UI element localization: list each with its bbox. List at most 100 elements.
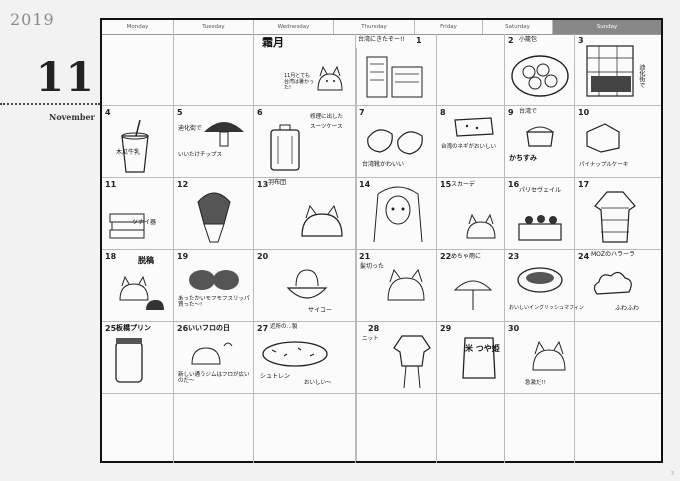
day-cell-5: 5 迪化街で いいたけチップス — [174, 106, 254, 178]
day-number: 30 — [508, 324, 520, 333]
weekday-tuesday: Tuesday — [174, 20, 254, 34]
day-number: 16 — [508, 180, 520, 189]
day-cell-13: 13 羽布団 — [254, 178, 356, 250]
day-note: パリセヴェイル — [519, 187, 562, 194]
day-note: MOZのハラーラ — [591, 251, 636, 258]
note-gym: 新しい通うジムはフロが広いのだ〜 — [178, 372, 250, 385]
day-note: 迪化街で — [178, 125, 203, 132]
day-cell-8: 8 台湾のネギがおいしい — [437, 106, 505, 178]
cat-doodle-icon — [317, 65, 343, 91]
weekday-monday: Monday — [102, 20, 174, 34]
center-gutter — [356, 48, 357, 461]
day-number: 22 — [440, 252, 452, 261]
day-note: 台湾で — [519, 108, 538, 115]
xiaolongbao-doodle-icon — [511, 55, 569, 97]
day-note: 髪切った — [360, 263, 385, 270]
note-fluffy: ふわふわ — [615, 305, 640, 312]
day-note: 台湾靴かわいい — [362, 161, 405, 168]
building-doodle-icon — [586, 45, 634, 97]
day-number: 19 — [177, 252, 189, 261]
pineapple-cake-doodle-icon — [586, 123, 620, 153]
day-cell-16: 16 パリセヴェイル — [505, 178, 575, 250]
day-cell-30: 30 急激だ!! — [505, 322, 575, 394]
day-number: 15 — [440, 180, 452, 189]
day-cell-empty — [174, 394, 254, 463]
day-cell-empty — [575, 322, 661, 394]
cat-doodle-icon — [387, 268, 425, 301]
cat-bath-doodle-icon — [191, 342, 233, 365]
day-cell-11: 11 ツナイ器 — [102, 178, 174, 250]
day-number: 26 — [177, 324, 189, 333]
day-cell-14: 14 — [356, 178, 437, 250]
day-cell-title: 霜月 11月とても台湾は暑かった! — [254, 34, 356, 106]
day-number: 27 — [257, 324, 269, 333]
day-cell-empty — [174, 34, 254, 106]
day-cell-empty — [575, 394, 661, 463]
day-cell-28: 28 ニット — [356, 322, 437, 394]
street-doodle-icon — [366, 56, 423, 98]
stollen-doodle-icon — [262, 341, 328, 367]
day-cell-23: 23 おいしいイングリッシュマフィン — [505, 250, 584, 322]
day-note: いいフロの日 — [188, 324, 230, 332]
day-cell-20: 20 サイコー — [254, 250, 356, 322]
note-chips: いいたけチップス — [178, 152, 223, 158]
umbrella-cat-doodle-icon — [453, 280, 493, 310]
day-number: 8 — [440, 108, 446, 117]
day-number: 2 — [508, 36, 514, 45]
day-cell-2: 2 小籠包 — [505, 34, 575, 106]
dotted-divider — [0, 103, 100, 107]
day-number: 20 — [257, 252, 269, 261]
day-cell-19: 19 あったかいモフモフスリッパ買った〜! — [174, 250, 254, 322]
day-note: 迪化街で — [637, 64, 645, 88]
day-note: 木瓜牛乳 — [116, 149, 141, 156]
day-note: ニット — [362, 336, 379, 342]
day-note: 小籠包 — [519, 36, 538, 43]
day-cell-empty — [505, 394, 575, 463]
parfait-doodle-icon — [197, 192, 231, 243]
day-note: パイナップルケーキ — [579, 162, 629, 168]
day-cell-12: 12 — [174, 178, 254, 250]
pudding-jar-doodle-icon — [115, 338, 143, 383]
month-kanji-title: 霜月 — [262, 36, 284, 49]
note-repair: 修理に出した — [310, 114, 344, 120]
cat-futon-doodle-icon — [301, 204, 343, 237]
day-note: 台湾にきたぞー!! — [358, 36, 405, 43]
day-cell-empty — [254, 394, 356, 463]
year-label: 2019 — [10, 10, 55, 29]
slippers-doodle-icon — [189, 270, 239, 290]
day-number: 4 — [105, 108, 111, 117]
shoes-doodle-icon — [367, 129, 423, 155]
books-doodle-icon — [109, 213, 145, 239]
day-note: ツナイ器 — [132, 219, 157, 226]
day-number: 1 — [416, 36, 422, 45]
day-note: スカーデ — [451, 181, 476, 188]
day-note: 板橋プリン — [116, 324, 151, 332]
drink-cup-doodle-icon — [121, 119, 149, 173]
day-cell-1: 1 台湾にきたぞー!! — [356, 34, 437, 106]
day-cell-empty — [437, 34, 505, 106]
day-note: めちゃ雨に — [451, 253, 482, 260]
day-cell-24: 24 MOZのハラーラ ふわふわ — [575, 250, 661, 322]
day-cell-25: 25 板橋プリン — [102, 322, 174, 394]
day-number: 24 — [578, 252, 590, 261]
note-slippers: あったかいモフモフスリッパ買った〜! — [178, 296, 250, 309]
day-number: 10 — [578, 108, 590, 117]
note-delicious: おいしい〜 — [304, 380, 332, 386]
mushroom-doodle-icon — [204, 122, 244, 147]
cat-doodle-icon — [466, 213, 496, 239]
day-number: 9 — [508, 108, 514, 117]
weekday-wednesday: Wednesday — [254, 20, 334, 34]
day-cell-6: 6 修理に出した スーツケース — [254, 106, 356, 178]
day-cells: 霜月 11月とても台湾は暑かった! 1 台湾にきたぞー!! 2 小籠包 3 迪化… — [102, 34, 661, 463]
day-cell-empty — [102, 394, 174, 463]
cake-doodle-icon — [526, 126, 554, 147]
day-note: 羽布団 — [268, 179, 287, 186]
day-number: 25 — [105, 324, 117, 333]
weekday-sunday: Sunday — [553, 20, 661, 34]
day-note: 脱稿 — [138, 256, 154, 265]
day-cell-9: 9 台湾で かちすみ — [505, 106, 575, 178]
day-note: 台湾のネギがおいしい — [441, 144, 497, 150]
month-name: November — [49, 112, 95, 122]
weekday-header: Monday Tuesday Wednesday Thursday Friday… — [102, 20, 661, 35]
